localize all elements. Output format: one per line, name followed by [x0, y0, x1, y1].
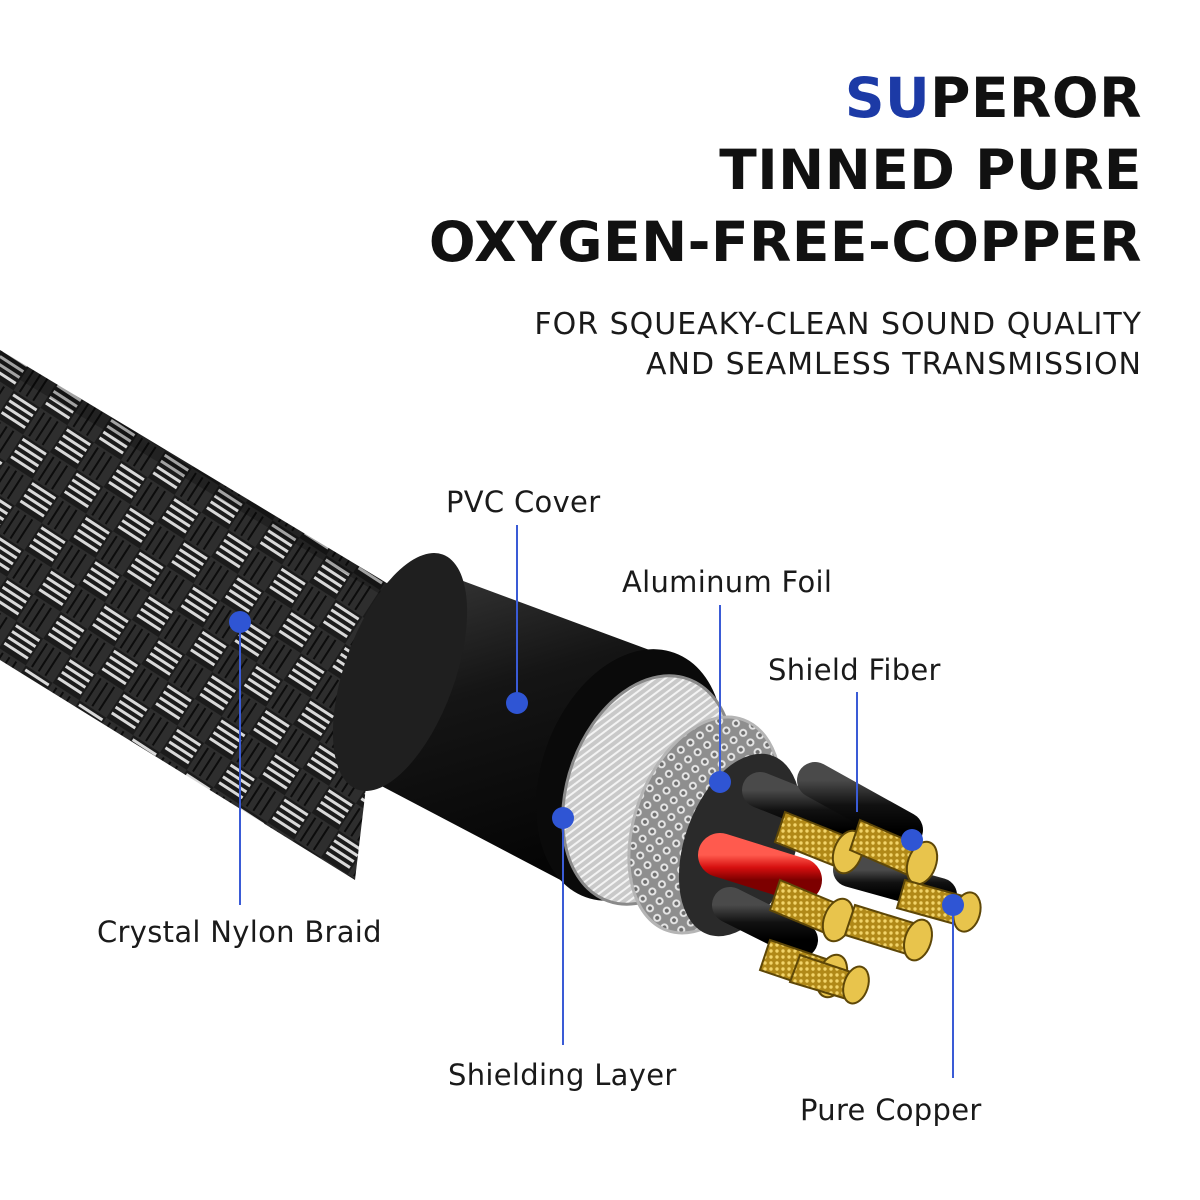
headline-line-1-rest: PEROR [930, 66, 1142, 130]
label-pure-copper: Pure Copper [800, 1093, 982, 1127]
marker-shield-fiber [901, 829, 923, 851]
braided-cable-body [0, 350, 390, 880]
label-crystal-nylon-braid: Crystal Nylon Braid [97, 915, 382, 949]
label-aluminum-foil: Aluminum Foil [622, 565, 833, 599]
headline: SUPEROR TINNED PURE OXYGEN-FREE-COPPER [429, 62, 1142, 278]
marker-pvc-cover [506, 692, 528, 714]
headline-line-1: SUPEROR [429, 62, 1142, 134]
headline-accent: SU [844, 66, 931, 130]
subheadline-line-2: AND SEAMLESS TRANSMISSION [646, 347, 1142, 382]
copper-conductor-ends [758, 810, 982, 1005]
label-shield-fiber: Shield Fiber [768, 653, 941, 687]
marker-crystal-nylon-braid [229, 611, 251, 633]
marker-aluminum-foil [709, 771, 731, 793]
headline-line-2: TINNED PURE [719, 138, 1142, 202]
headline-line-3: OXYGEN-FREE-COPPER [428, 210, 1142, 274]
label-shielding-layer: Shielding Layer [448, 1058, 677, 1092]
subheadline: FOR SQUEAKY-CLEAN SOUND QUALITY AND SEAM… [534, 305, 1142, 385]
marker-pure-copper [942, 894, 964, 916]
label-pvc-cover: PVC Cover [446, 485, 601, 519]
marker-shielding-layer [552, 807, 574, 829]
subheadline-line-1: FOR SQUEAKY-CLEAN SOUND QUALITY [534, 307, 1142, 342]
